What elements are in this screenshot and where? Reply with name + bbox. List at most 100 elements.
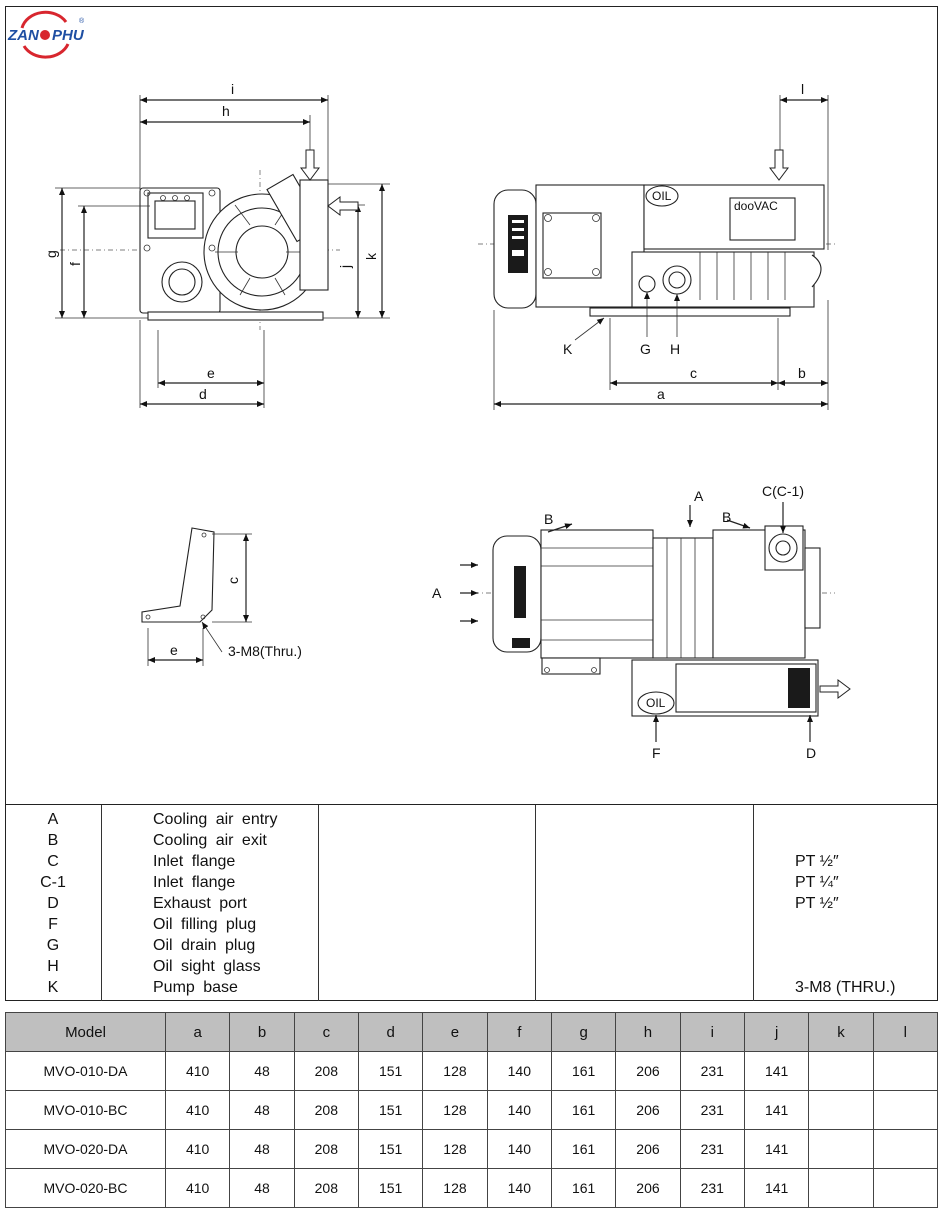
top-oil-tag: OIL [646,696,666,710]
legend-code: C [47,853,59,870]
legend-description: Oil sight glass [153,958,261,975]
table-cell: 151 [357,1051,424,1091]
dim-l-label: l [801,81,804,97]
brand-logo: ZAN PHU ® [7,10,85,59]
side-dimensions: l c b a K G H [493,81,829,410]
legend-description: Oil drain plug [153,937,256,954]
side-oil-tag: OIL [652,189,672,203]
port-h-label: H [670,341,680,357]
legend-row: F Oil filling plug [5,916,938,937]
legend-description: Oil filling plug [153,916,257,933]
dim-j-label: j [337,265,353,269]
legend-description: Exhaust port [153,895,247,912]
table-cell: 161 [550,1129,617,1169]
table-cell [808,1090,874,1130]
table-cell: 141 [743,1129,810,1169]
legend-description: Inlet flange [153,853,236,870]
table-header-cell: i [679,1012,745,1052]
legend-code: D [47,895,59,912]
legend-spec: 3-M8 (THRU.) [795,979,896,996]
table-cell: 151 [357,1090,424,1130]
table-cell: 151 [357,1129,424,1169]
table-header-cell: e [422,1012,488,1052]
dim-i-label: i [231,81,234,97]
table-cell: 141 [743,1051,810,1091]
technical-drawing: ZAN PHU ® i h g [7,10,851,761]
table-cell: 140 [486,1090,552,1130]
table-cell: 410 [164,1168,231,1208]
table-header-cell: d [357,1012,424,1052]
table-cell [872,1129,939,1169]
table-header-cell: g [550,1012,617,1052]
front-dimensions: i h g f j k e d [43,81,390,408]
top-b-left-label: B [544,511,553,527]
dim-c-label: c [690,365,697,381]
table-header-cell: a [164,1012,231,1052]
table-header-cell: h [615,1012,681,1052]
top-b-right-label: B [722,509,731,525]
svg-text:®: ® [79,17,85,25]
table-cell: 48 [229,1168,295,1208]
table-cell: 231 [679,1129,745,1169]
table-cell [872,1051,939,1091]
table-cell: 161 [550,1051,617,1091]
table-header-cell: j [743,1012,810,1052]
table-cell [872,1168,939,1208]
brand-left: ZAN [7,27,40,44]
dim-k-label: k [363,252,379,260]
table-cell: 140 [486,1168,552,1208]
top-view: OIL A A B B C(C-1) F D [432,483,851,761]
front-view [60,170,340,330]
foot-hole-note: 3-M8(Thru.) [228,643,302,659]
legend-code: F [48,916,58,933]
legend-spec: PT ¼″ [795,874,839,891]
drawing-sheet [5,6,938,1001]
table-cell: 231 [679,1051,745,1091]
legend-code: A [47,811,59,828]
table-cell: 48 [229,1090,295,1130]
table-cell: 151 [357,1168,424,1208]
foot-dim-e-label: e [170,642,178,658]
table-cell: 231 [679,1168,745,1208]
table-header-cell: c [293,1012,359,1052]
table-cell: 208 [293,1129,359,1169]
foot-dim-c-label: c [225,577,241,584]
table-cell: 206 [615,1168,681,1208]
dim-h-label: h [222,103,230,119]
legend-description: Cooling air exit [153,832,267,849]
table-cell: MVO-010-DA [5,1051,166,1091]
dim-d-label: d [199,386,207,402]
brand-right: PHU [52,27,85,44]
legend-description: Pump base [153,979,238,996]
table-cell: 141 [743,1090,810,1130]
legend-row: A Cooling air entry [5,811,938,832]
table-cell: MVO-020-DA [5,1129,166,1169]
top-f-label: F [652,745,661,761]
table-cell [808,1168,874,1208]
dim-a-label: a [657,386,665,402]
table-cell: 206 [615,1051,681,1091]
table-header-cell: l [872,1012,939,1052]
dim-b-label: b [798,365,806,381]
table-cell: 48 [229,1051,295,1091]
table-cell: 410 [164,1051,231,1091]
table-cell: MVO-020-BC [5,1168,166,1208]
table-cell: 208 [293,1051,359,1091]
table-cell: 161 [550,1090,617,1130]
port-k-label: K [563,341,573,357]
table-cell: 48 [229,1129,295,1169]
table-cell: 206 [615,1129,681,1169]
dim-f-label: f [67,262,83,266]
top-a-top-label: A [694,488,704,504]
legend-description: Cooling air entry [153,811,278,828]
